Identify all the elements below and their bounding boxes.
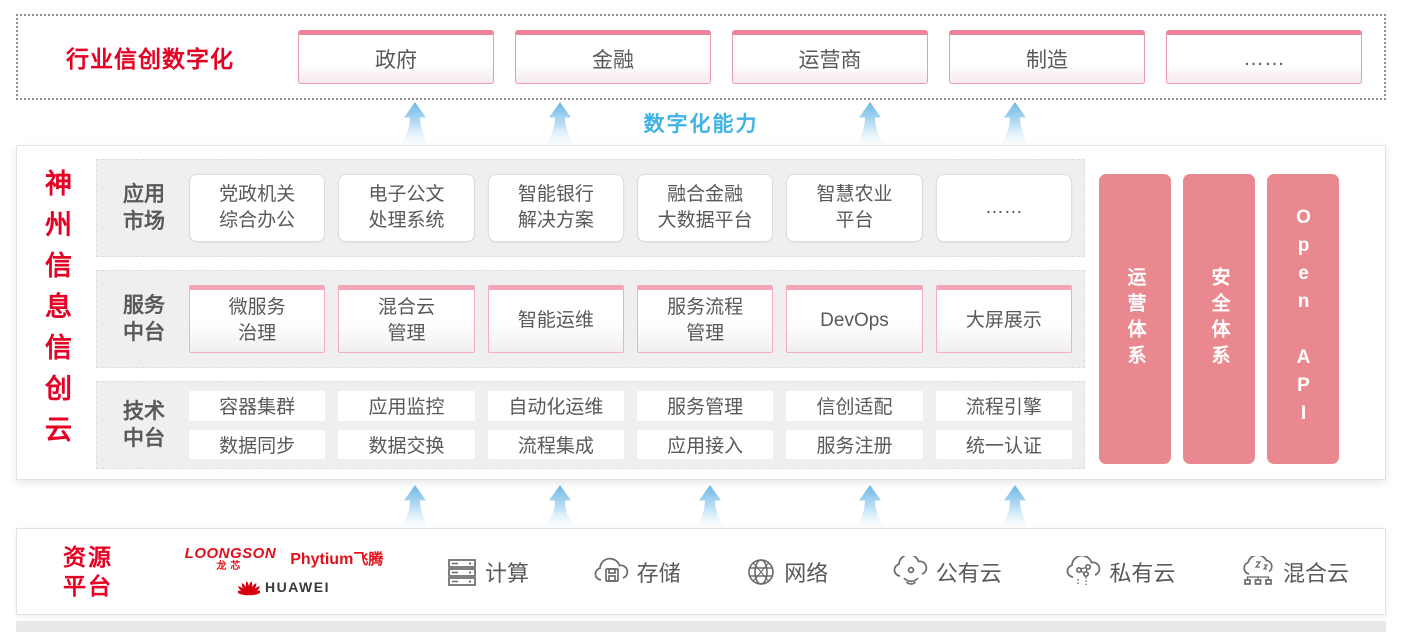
app-box-smart-bank: 智能银行 解决方案 <box>487 174 624 242</box>
app-market-grid: 党政机关 综合办公 电子公文 处理系统 智能银行 解决方案 融合金融 大数据平台… <box>189 174 1072 242</box>
tech-box-unified-auth: 统一认证 <box>935 429 1072 459</box>
tech-grid-bottom: 数据同步 数据交换 流程集成 应用接入 服务注册 统一认证 <box>189 429 1072 459</box>
platform-title-column: 神州信息信创云 <box>17 146 96 479</box>
app-box-smart-agriculture: 智慧农业 平台 <box>786 174 923 242</box>
svc-box-service-process: 服务流程 管理 <box>636 285 774 353</box>
resource-arrow-row <box>16 480 1386 528</box>
app-market-label: 应用 市场 <box>123 182 165 233</box>
service-middle-label: 服务 中台 <box>123 293 165 344</box>
tech-box-app-monitor: 应用监控 <box>338 391 475 421</box>
industry-list: 政府 金融 运营商 制造 …… <box>298 30 1362 84</box>
capability-label: 数字化能力 <box>643 113 759 136</box>
up-arrow-icon <box>401 102 429 144</box>
up-arrow-icon <box>856 102 884 144</box>
hybrid-cloud-icon <box>1243 555 1273 585</box>
resource-item-storage: 存储 <box>593 556 681 588</box>
app-box-edoc-system: 电子公文 处理系统 <box>338 174 475 242</box>
tech-box-service-registry: 服务注册 <box>786 429 923 459</box>
industry-banner-title: 行业信创数字化 <box>66 46 234 72</box>
tech-box-container-cluster: 容器集群 <box>189 391 326 421</box>
up-arrow-icon <box>696 485 724 527</box>
resource-item-compute: 计算 <box>445 556 529 588</box>
public-cloud-icon <box>893 555 928 585</box>
svc-box-aiops: 智能运维 <box>487 285 624 353</box>
industry-item-manufacturing: 制造 <box>949 30 1145 84</box>
industry-item-operator: 运营商 <box>732 30 928 84</box>
app-market-row: 应用 市场 党政机关 综合办公 电子公文 处理系统 智能银行 解决方案 融合金融… <box>96 159 1085 257</box>
tech-box-app-access: 应用接入 <box>636 429 774 459</box>
loongson-logo: LOONGSON 龙芯 <box>184 545 277 572</box>
resource-item-private-cloud: 私有云 <box>1065 555 1175 588</box>
tech-grid-top: 容器集群 应用监控 自动化运维 服务管理 信创适配 流程引擎 <box>189 391 1072 421</box>
app-box-finance-bigdata: 融合金融 大数据平台 <box>636 174 774 242</box>
svc-box-dashboard: 大屏展示 <box>935 285 1072 353</box>
resource-item-list: 计算 存储 网络 公有 <box>409 555 1359 588</box>
svc-box-hybrid-cloud-mgmt: 混合云 管理 <box>338 285 475 353</box>
tech-box-auto-ops: 自动化运维 <box>487 391 624 421</box>
private-cloud-icon <box>1067 555 1101 585</box>
tech-middle-label: 技术 中台 <box>123 399 165 450</box>
up-arrow-icon <box>546 485 574 527</box>
industry-item-more: …… <box>1166 30 1362 84</box>
resource-item-hybrid-cloud: 混合云 <box>1239 555 1349 588</box>
up-arrow-icon <box>856 485 884 527</box>
up-arrow-icon <box>1001 102 1029 144</box>
bar-open-api: Open API <box>1267 174 1339 464</box>
compute-icon <box>448 558 476 586</box>
app-box-party-office: 党政机关 综合办公 <box>189 174 326 242</box>
resource-panel: 资源 平台 LOONGSON 龙芯 Phytium飞腾 <box>16 528 1386 615</box>
industry-item-government: 政府 <box>298 30 494 84</box>
resource-item-network: 网络 <box>744 556 828 588</box>
bar-security-system: 安全体系 <box>1183 174 1255 464</box>
tech-middle-row: 技术 中台 容器集群 应用监控 自动化运维 服务管理 信创适配 流程引擎 数据同… <box>96 381 1085 469</box>
tech-box-xinchuang-adapt: 信创适配 <box>786 391 923 421</box>
industry-banner: 行业信创数字化 政府 金融 运营商 制造 …… <box>16 14 1386 100</box>
resource-title: 资源 平台 <box>63 543 113 599</box>
tech-box-data-exchange: 数据交换 <box>338 429 475 459</box>
bottom-divider <box>16 621 1386 632</box>
platform-rows: 应用 市场 党政机关 综合办公 电子公文 处理系统 智能银行 解决方案 融合金融… <box>96 146 1085 479</box>
resource-item-public-cloud: 公有云 <box>892 555 1002 588</box>
capability-arrow-row: 数字化能力 <box>16 100 1386 145</box>
up-arrow-icon <box>1001 485 1029 527</box>
tech-middle-stack: 容器集群 应用监控 自动化运维 服务管理 信创适配 流程引擎 数据同步 数据交换… <box>189 391 1072 459</box>
app-box-more: …… <box>935 174 1072 242</box>
storage-icon <box>594 557 628 582</box>
platform-vertical-title: 神州信息信创云 <box>41 169 71 456</box>
network-icon <box>748 558 774 585</box>
svc-box-devops: DevOps <box>786 285 923 353</box>
phytium-logo: Phytium飞腾 <box>290 551 384 568</box>
vendor-logos: LOONGSON 龙芯 Phytium飞腾 HUAWE <box>159 546 409 597</box>
svc-box-microservice: 微服务 治理 <box>189 285 326 353</box>
tech-box-process-integration: 流程集成 <box>487 429 624 459</box>
tech-box-data-sync: 数据同步 <box>189 429 326 459</box>
service-middle-row: 服务 中台 微服务 治理 混合云 管理 智能运维 服务流程 管理 DevOps … <box>96 270 1085 368</box>
bar-operation-system: 运营体系 <box>1099 174 1171 464</box>
huawei-logo: HUAWEI <box>238 577 330 597</box>
up-arrow-icon <box>401 485 429 527</box>
tech-box-service-mgmt: 服务管理 <box>636 391 774 421</box>
side-bars: 运营体系 安全体系 Open API <box>1085 146 1385 479</box>
up-arrow-icon <box>546 102 574 144</box>
service-middle-grid: 微服务 治理 混合云 管理 智能运维 服务流程 管理 DevOps 大屏展示 <box>189 285 1072 353</box>
tech-box-process-engine: 流程引擎 <box>935 391 1072 421</box>
platform-panel: 神州信息信创云 应用 市场 党政机关 综合办公 电子公文 处理系统 智能银行 解… <box>16 145 1386 480</box>
huawei-flower-icon <box>238 581 260 596</box>
industry-item-finance: 金融 <box>515 30 711 84</box>
